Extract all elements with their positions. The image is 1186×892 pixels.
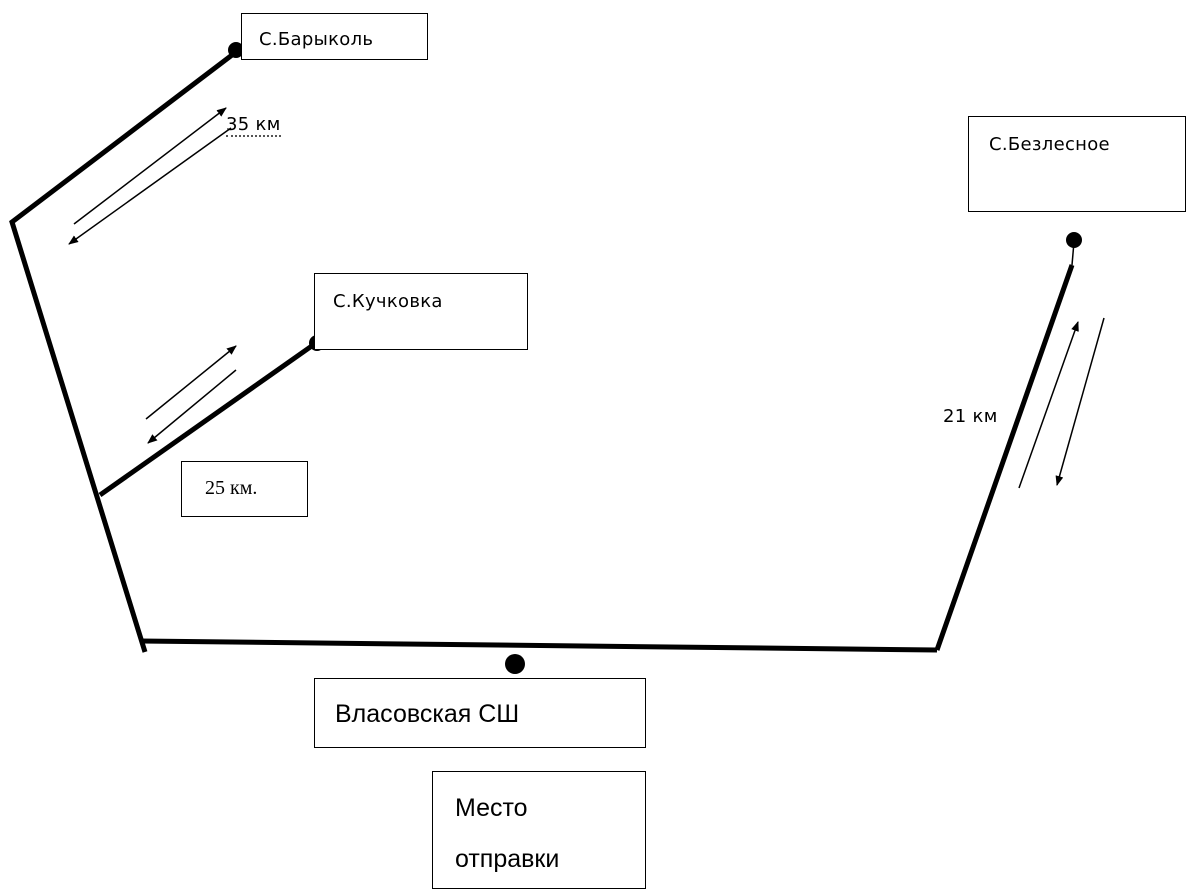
road-main-bottom bbox=[139, 638, 938, 653]
kuchkovka-label: С.Кучковка bbox=[333, 291, 443, 312]
road-to-kuchkovka bbox=[98, 340, 318, 498]
bezlesnoe-dot bbox=[1066, 232, 1082, 248]
school-box: Власовская СШ bbox=[314, 678, 646, 748]
departure-box: Место отправки bbox=[432, 771, 646, 889]
road-to-bezlesnoe bbox=[934, 264, 1075, 651]
kuchkovka-box: С.Кучковка bbox=[314, 273, 528, 350]
school-dot bbox=[505, 654, 525, 674]
arrow-to-barykol bbox=[73, 107, 227, 225]
bezlesnoe-box: С.Безлесное bbox=[968, 116, 1186, 212]
school-label: Власовская СШ bbox=[335, 700, 520, 728]
distance-barykol: 35 км bbox=[226, 114, 281, 137]
arrow-to-kuchkovka bbox=[145, 345, 237, 420]
arrow-to-bezlesnoe bbox=[1018, 321, 1079, 489]
distance-kuchkovka: 25 км. bbox=[205, 477, 258, 499]
arrow-from-barykol bbox=[68, 127, 232, 245]
barykol-dot bbox=[228, 42, 244, 58]
distance-bezlesnoe: 21 км bbox=[943, 406, 998, 427]
distance-kuchkovka-box: 25 км. bbox=[181, 461, 308, 517]
barykol-box: С.Барыколь bbox=[241, 13, 428, 60]
departure-line1: Место bbox=[455, 794, 528, 822]
arrow-from-kuchkovka bbox=[147, 369, 237, 444]
arrow-from-bezlesnoe bbox=[1055, 317, 1105, 486]
departure-line2: отправки bbox=[455, 845, 560, 873]
road-to-barykol bbox=[9, 50, 238, 653]
barykol-label: С.Барыколь bbox=[259, 29, 374, 50]
bezlesnoe-label: С.Безлесное bbox=[989, 134, 1110, 155]
